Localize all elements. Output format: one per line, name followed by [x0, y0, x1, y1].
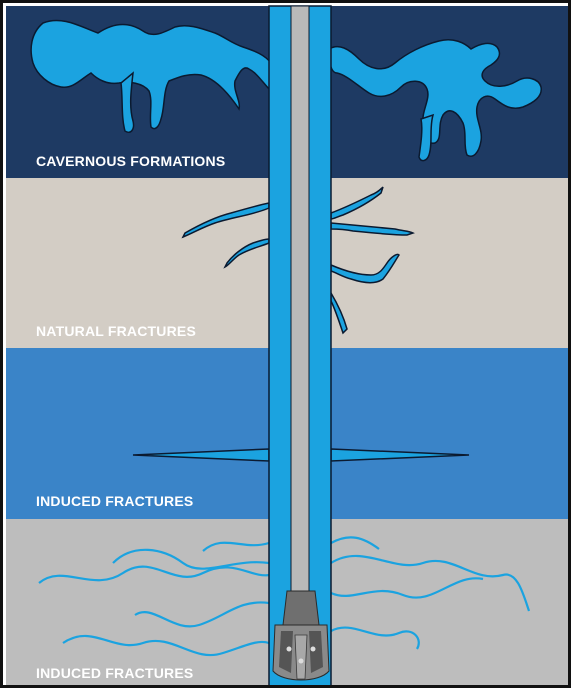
fracture-left-lower — [225, 239, 269, 267]
fracture-left-upper — [183, 203, 269, 237]
fracture-right-lower — [331, 254, 399, 282]
wellbore-artwork — [3, 3, 571, 688]
label-induced-fractures-gray: INDUCED FRACTURES — [36, 665, 193, 681]
fracture-right-mid — [331, 223, 413, 235]
cavern-right-lower — [419, 115, 433, 161]
drill-pipe — [291, 6, 309, 596]
fracture-right-tail — [331, 293, 347, 333]
planar-fracture-right — [331, 449, 469, 461]
cavern-right — [329, 40, 541, 157]
label-natural-fractures: NATURAL FRACTURES — [36, 323, 196, 339]
label-cavernous-formations: CAVERNOUS FORMATIONS — [36, 153, 225, 169]
planar-fracture-left — [133, 449, 269, 461]
cavern-left-arm — [121, 73, 134, 132]
cavern-left — [31, 20, 271, 128]
fracture-right-upper — [331, 187, 383, 219]
label-induced-fractures-blue: INDUCED FRACTURES — [36, 493, 193, 509]
wellbore — [269, 6, 331, 688]
